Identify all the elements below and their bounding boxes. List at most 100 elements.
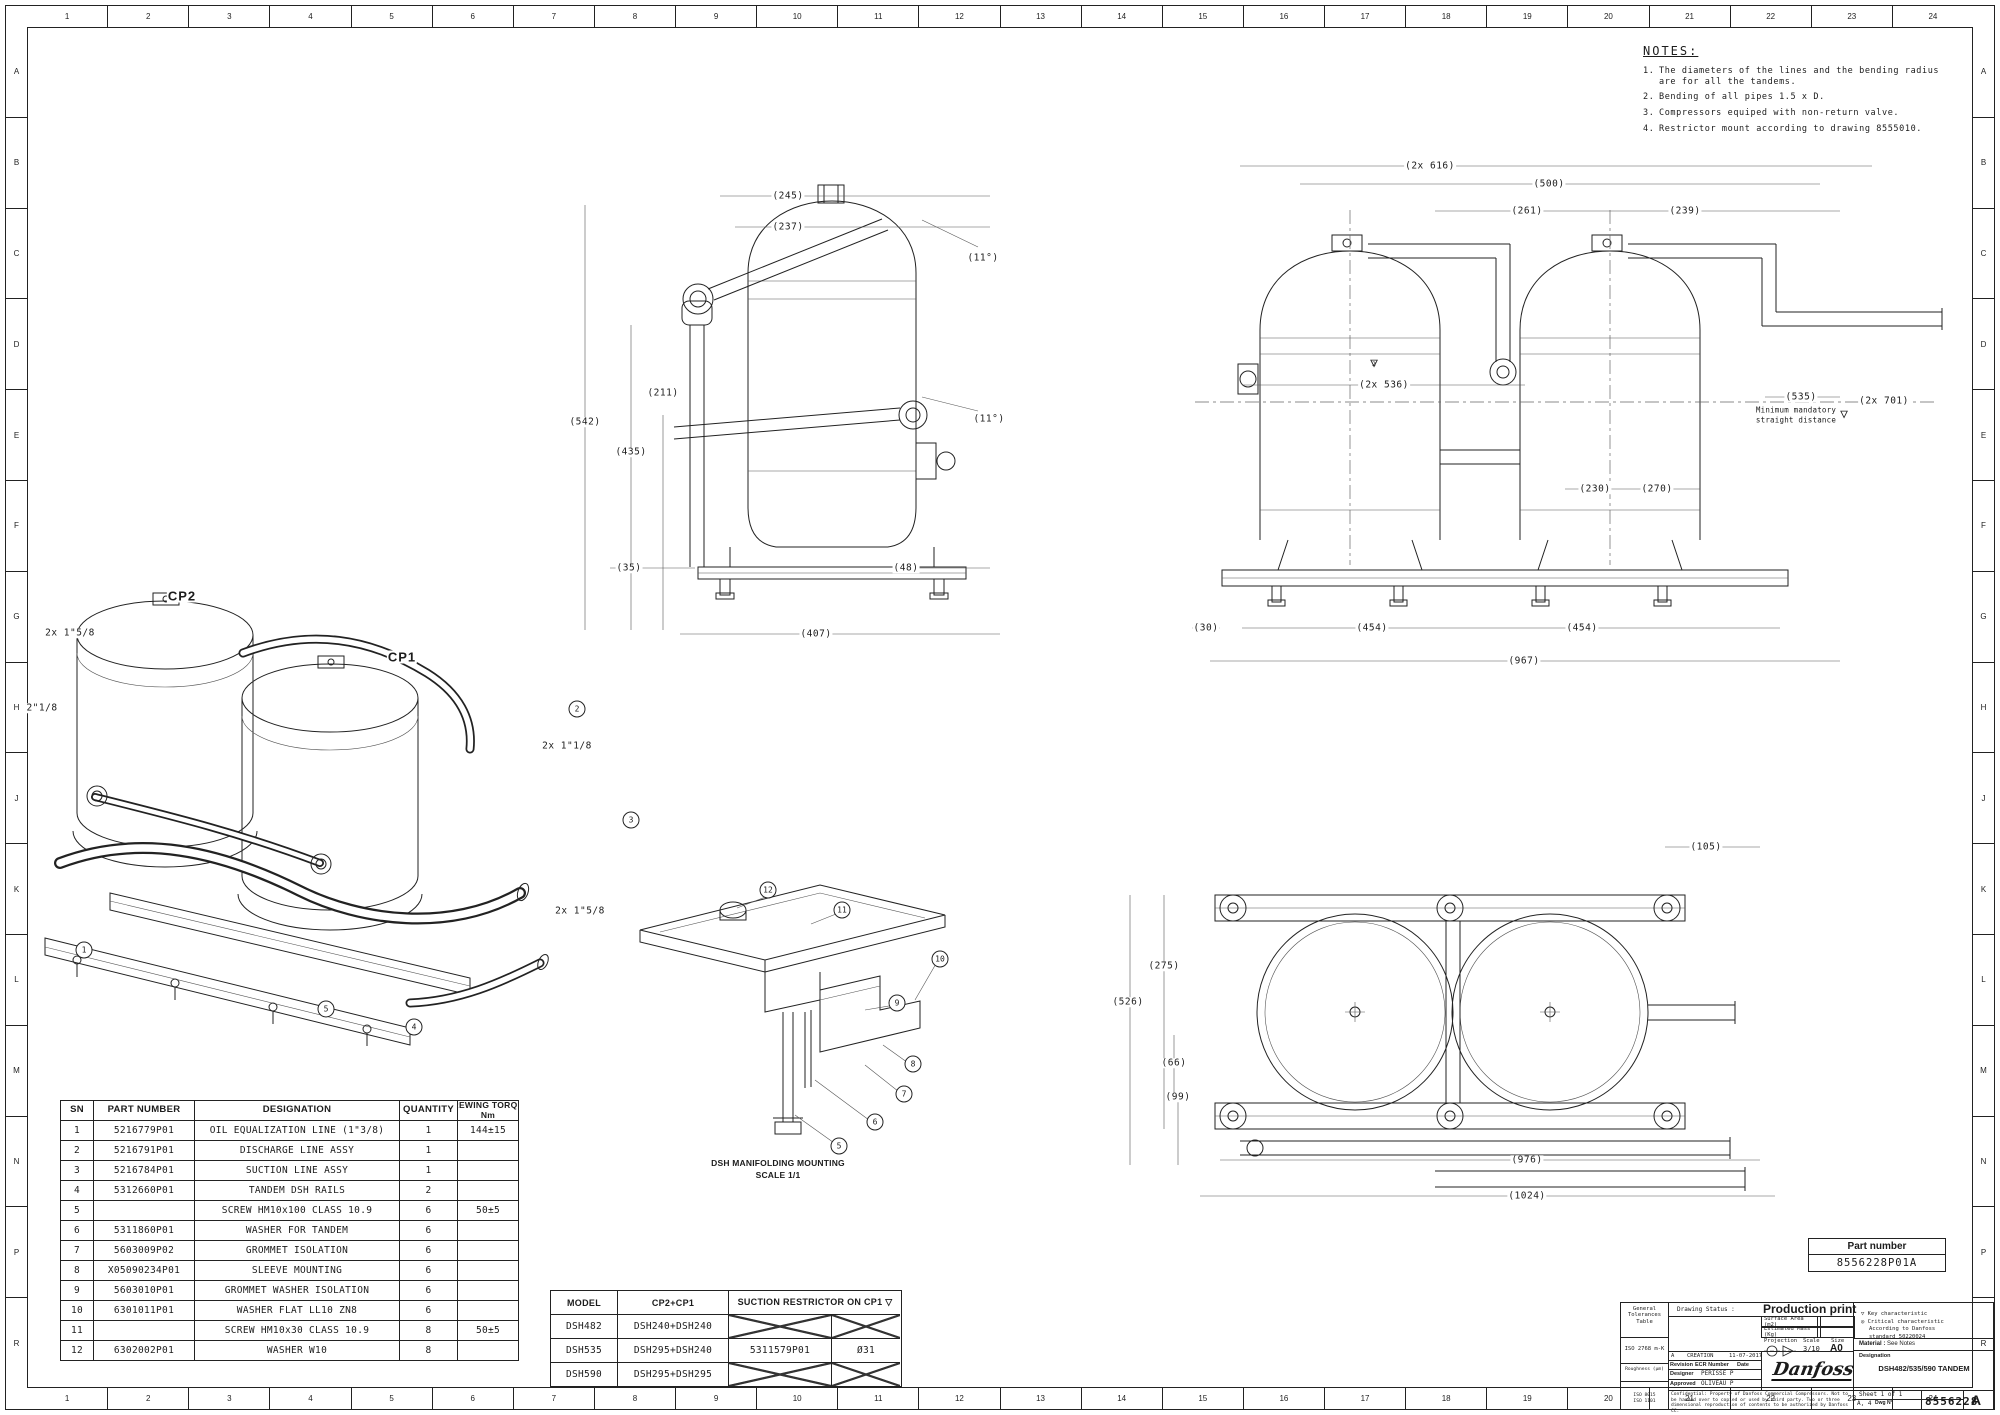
- dimension-label: (454): [1565, 622, 1599, 634]
- dimension-label: CP2: [166, 588, 198, 604]
- item-balloon: 2: [568, 700, 586, 718]
- key-characteristic-icon: ▽: [1861, 1311, 1865, 1317]
- estimated-mass-value: [1817, 1326, 1855, 1338]
- col-header-restrictor: SUCTION RESTRICTOR ON CP1 ▽: [737, 1297, 893, 1307]
- ruler-cell: 7: [514, 1388, 595, 1409]
- note-item: 2. Bending of all pipes 1.5 x D.: [1643, 92, 1825, 103]
- dimension-label: (2x 701): [1858, 395, 1910, 407]
- key-characteristic-block: ▽ Key characteristic ◎ Critical characte…: [1861, 1311, 1944, 1341]
- ruler-cell: 12: [919, 1388, 1001, 1409]
- critical-characteristic-icon: ◎: [1861, 1318, 1865, 1325]
- parts-table-row: 1 5216779P01 OIL EQUALIZATION LINE (1"3/…: [61, 1120, 518, 1140]
- dimension-label: (211): [646, 387, 680, 399]
- ruler-cell: 24: [1928, 12, 1938, 21]
- dimension-label: (500): [1532, 178, 1566, 190]
- ruler-cell: 17: [1325, 6, 1407, 27]
- dimension-label: SCALE 1/1: [754, 1169, 802, 1180]
- ruler-cell: 5: [352, 1388, 433, 1409]
- parts-table-row: 8 X05090234P01 SLEEVE MOUNTING 6: [61, 1260, 518, 1280]
- ruler-cell: 23: [1812, 6, 1893, 27]
- ruler-cell: 24: [1893, 1388, 1973, 1409]
- roughness-label: Roughness (µm): [1625, 1367, 1664, 1372]
- ruler-cell: 16: [1244, 6, 1325, 27]
- ruler-cell: K: [6, 844, 27, 935]
- estimated-mass-label: Estimated Mass (Kg): [1761, 1326, 1821, 1338]
- ruler-cell: 1: [27, 6, 109, 27]
- ecr-header: ECR Number: [1695, 1362, 1729, 1368]
- base-rails: [1221, 539, 1789, 607]
- ruler-cell: 8: [595, 1388, 676, 1409]
- dimension-label: (2x 536): [1358, 379, 1410, 391]
- drawing-status-value: Production print: [1763, 1302, 1857, 1316]
- dimension-label: CP1: [386, 649, 418, 665]
- parts-table-row: 10 6301011P01 WASHER FLAT LL10 ZN8 6: [61, 1300, 518, 1320]
- ruler-cell: A: [6, 27, 27, 118]
- confidential-note: Confidential: Property of Danfoss Commer…: [1671, 1392, 1849, 1415]
- parts-table: SN PART NUMBER DESIGNATION QUANTITY SCRE…: [60, 1100, 519, 1361]
- dimension-label: (967): [1507, 655, 1541, 667]
- dimension-label: (66): [1160, 1057, 1188, 1069]
- ruler-cell: 16: [1244, 1388, 1325, 1409]
- ruler-cell: 19: [1487, 6, 1569, 27]
- compressor-outline: [697, 184, 967, 600]
- ruler-cell: D: [6, 299, 27, 391]
- dimension-label: (239): [1668, 205, 1702, 217]
- designer-name: PERISSE P: [1701, 1370, 1734, 1377]
- scale-label: Scale: [1803, 1338, 1820, 1344]
- ruler-cell: 1: [27, 1388, 109, 1409]
- projection-symbol-icon: [1764, 1345, 1796, 1357]
- dimension-label: (2x 616): [1404, 160, 1456, 172]
- designer-label: Designer: [1670, 1371, 1694, 1377]
- item-balloon: 11: [833, 901, 851, 919]
- col-header-model: MODEL: [551, 1291, 618, 1314]
- pipes: [673, 218, 956, 567]
- dimension-label: DSH MANIFOLDING MOUNTING: [710, 1157, 846, 1168]
- parts-table-row: 12 6302002P01 WASHER W10 8: [61, 1340, 518, 1360]
- parts-table-row: 3 5216784P01 SUCTION LINE ASSY 1: [61, 1160, 518, 1180]
- ruler-cell: P: [1973, 1207, 1994, 1299]
- revision-letter: A: [1671, 1353, 1675, 1359]
- detail-view-drawing: [639, 884, 946, 1146]
- item-balloon: 7: [895, 1085, 913, 1103]
- ruler-cell: 9: [676, 1388, 758, 1409]
- revision-desc: CREATION: [1687, 1353, 1714, 1359]
- ruler-cell: 6: [433, 1388, 514, 1409]
- ruler-cell: K: [1973, 844, 1994, 935]
- surface-area-label: Surface Area (m2): [1761, 1316, 1821, 1328]
- centerlines: [1195, 210, 1938, 565]
- ruler-cell: 9: [676, 6, 758, 27]
- model-table-row: DSH590 DSH295+DSH295: [551, 1362, 901, 1386]
- top-view-drawing: [1129, 846, 1775, 1197]
- dimension-label: (11°): [972, 413, 1006, 425]
- compressor-right: [1519, 234, 1701, 540]
- ruler-cell: C: [1973, 209, 1994, 300]
- size-value: A0: [1830, 1343, 1843, 1354]
- dimension-label: (35): [615, 562, 643, 574]
- model-table: MODEL CP2+CP1 SUCTION RESTRICTOR ON CP1 …: [550, 1290, 902, 1387]
- item-balloon: 9: [888, 994, 906, 1012]
- item-balloon: 5: [830, 1137, 848, 1155]
- col-header-torque: SCREWING TORQUES Nm: [458, 1101, 518, 1120]
- col-header-part-number: PART NUMBER: [94, 1101, 195, 1120]
- designation-label: Designation: [1859, 1353, 1891, 1359]
- part-number-value: 8556228P01A: [1836, 1257, 1918, 1269]
- ruler-cell: 15: [1163, 6, 1244, 27]
- ruler-cell: 19: [1487, 1388, 1569, 1409]
- parts-table-row: 11 SCREW HM10x30 CLASS 10.9 8 50±5: [61, 1320, 518, 1340]
- dimension-label: (245): [771, 190, 805, 202]
- designation-value: DSH482/535/590 TANDEM: [1878, 1364, 1970, 1373]
- ruler-cell: 22: [1731, 6, 1812, 27]
- ruler-cell: R: [13, 1338, 20, 1348]
- compressor-tops: [1256, 913, 1649, 1111]
- part-number-label: Part number: [1809, 1239, 1945, 1255]
- ruler-cell: 8: [595, 6, 676, 27]
- ruler-cell: 11: [838, 6, 920, 27]
- ruler-cell: 21: [1650, 6, 1731, 27]
- dimension-label: (105): [1689, 841, 1723, 853]
- dimension-label: (976): [1510, 1154, 1544, 1166]
- approved-label: Approved: [1670, 1381, 1696, 1387]
- parts-table-row: 5 SCREW HM10x100 CLASS 10.9 6 50±5: [61, 1200, 518, 1220]
- compressor-cp2: [72, 592, 258, 868]
- ruler-cell: 2: [108, 1388, 190, 1409]
